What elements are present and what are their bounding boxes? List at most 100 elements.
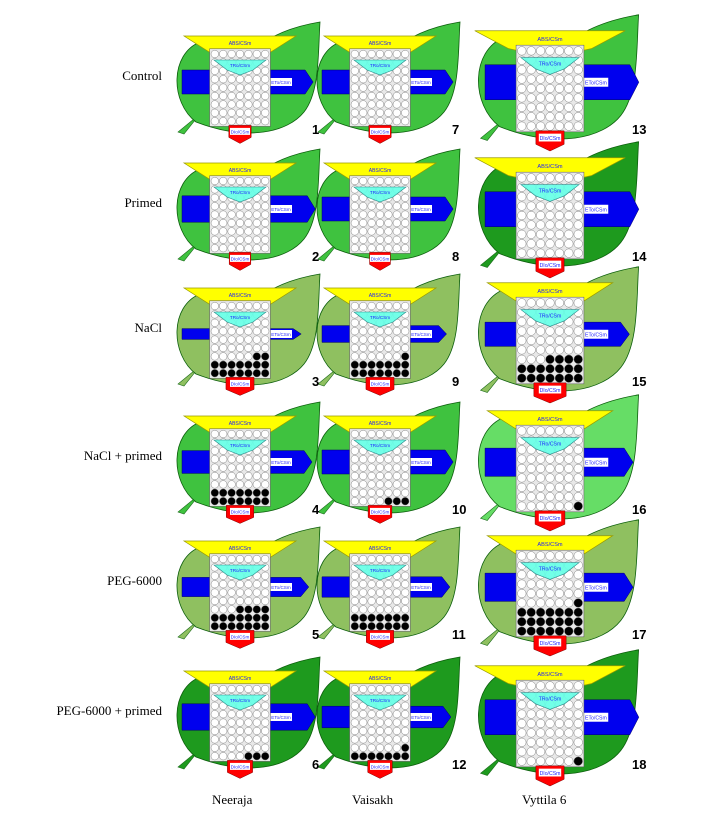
closed-reaction-centre [401,752,410,761]
open-reaction-centre [252,735,261,744]
closed-reaction-centre [384,613,393,622]
open-reaction-centre [564,501,574,511]
open-reaction-centre [252,244,261,253]
open-reaction-centre [517,229,527,239]
open-reaction-centre [573,551,583,561]
open-reaction-centre [401,108,410,117]
electron-transport-label-box [583,77,609,87]
trapping-label: TRo/CSm [539,566,562,572]
open-reaction-centre [235,327,244,336]
closed-reaction-centre [350,613,359,622]
closed-reaction-centre [261,488,270,497]
closed-reaction-centre [376,360,385,369]
electron-transport-label-box [270,583,292,591]
open-reaction-centre [261,555,270,564]
open-reaction-centre [526,84,536,94]
open-reaction-centre [350,302,359,311]
absorption-label: ABS/CSm [229,546,252,552]
panel-number: 18 [632,757,647,772]
dissipation-label-box [538,133,562,142]
open-reaction-centre [384,455,393,464]
open-reaction-centre [359,100,368,109]
trapping-label: TRo/CSm [370,315,390,320]
open-reaction-centre [526,112,536,122]
closed-reaction-centre [261,360,270,369]
closed-reaction-centre [392,497,401,506]
open-reaction-centre [244,597,253,606]
closed-reaction-centre [564,626,574,636]
open-reaction-centre [401,202,410,211]
open-reaction-centre [536,709,546,719]
open-reaction-centre [210,685,219,694]
closed-reaction-centre [235,613,244,622]
open-reaction-centre [536,298,546,308]
open-reaction-centre [545,464,555,474]
open-reaction-centre [367,488,376,497]
closed-reaction-centre [573,756,583,766]
open-reaction-centre [210,455,219,464]
dissipation-label-box [538,638,562,647]
open-reaction-centre [244,463,253,472]
open-reaction-centre [554,84,564,94]
open-reaction-centre [545,173,555,183]
closed-reaction-centre [359,622,368,631]
open-reaction-centre [210,710,219,719]
open-reaction-centre [219,735,228,744]
open-reaction-centre [244,555,253,564]
open-reaction-centre [536,345,546,355]
open-reaction-centre [367,588,376,597]
open-reaction-centre [350,327,359,336]
electron-transport-label-box [583,712,609,722]
open-reaction-centre [359,718,368,727]
open-reaction-centre [554,747,564,757]
open-reaction-centre [536,239,546,249]
open-reaction-centre [227,327,236,336]
electron-transport-label: ETo/CSm [411,460,431,465]
open-reaction-centre [517,84,527,94]
open-reaction-centre [554,598,564,608]
open-reaction-centre [210,597,219,606]
closed-reaction-centre [554,617,564,627]
dissipation-label: DIo/CSm [371,634,390,639]
open-reaction-centre [554,326,564,336]
open-reaction-centre [261,318,270,327]
open-reaction-centre [261,327,270,336]
panel-number: 10 [452,502,467,517]
open-reaction-centre [227,202,236,211]
open-reaction-centre [261,335,270,344]
open-reaction-centre [392,100,401,109]
open-reaction-centre [219,327,228,336]
open-reaction-centre [526,46,536,56]
open-reaction-centre [401,580,410,589]
closed-reaction-centre [392,752,401,761]
open-reaction-centre [350,727,359,736]
open-reaction-centre [392,75,401,84]
open-reaction-centre [244,100,253,109]
open-reaction-centre [350,463,359,472]
open-reaction-centre [401,685,410,694]
open-reaction-centre [545,737,555,747]
trapping-label: TRo/CSm [230,190,250,195]
open-reaction-centre [517,700,527,710]
dissipation-label: DIo/CSm [371,129,390,134]
open-reaction-centre [227,210,236,219]
open-reaction-centre [350,344,359,353]
open-reaction-centre [554,74,564,84]
open-reaction-centre [235,752,244,761]
open-reaction-centre [367,218,376,227]
electron-transport-label: ETo/CSm [585,207,607,213]
open-reaction-centre [573,426,583,436]
open-reaction-centre [350,352,359,361]
open-reaction-centre [526,326,536,336]
open-reaction-centre [244,580,253,589]
open-reaction-centre [554,173,564,183]
closed-reaction-centre [392,360,401,369]
open-reaction-centre [350,555,359,564]
electron-transport-label: ETo/CSm [271,585,291,590]
open-reaction-centre [252,117,261,126]
trapping-arrow [353,311,407,328]
open-reaction-centre [573,201,583,211]
open-reaction-centre [564,345,574,355]
